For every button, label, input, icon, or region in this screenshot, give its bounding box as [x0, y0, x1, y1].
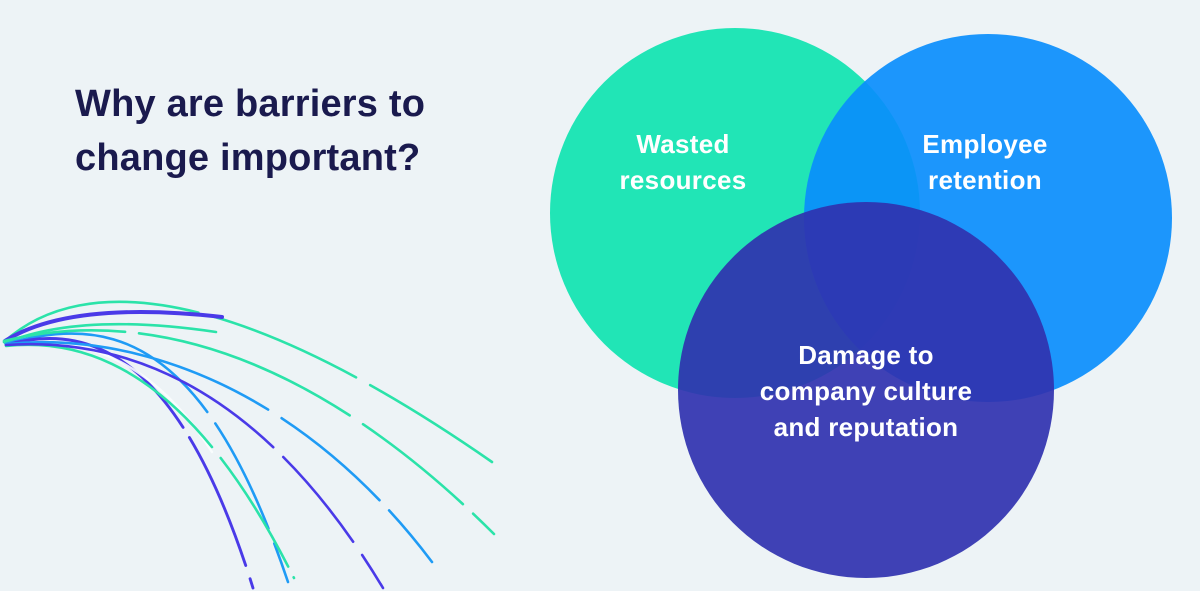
swoosh-line-white	[4, 341, 214, 454]
swoosh-line-indigo-short	[3, 310, 224, 343]
swoosh-decoration	[2, 300, 496, 590]
venn-label-employee-retention: Employee retention	[922, 129, 1048, 195]
swoosh-line-teal-longest	[2, 329, 496, 536]
swoosh-line-indigo-outer	[4, 342, 385, 590]
circle-company-culture	[678, 202, 1054, 578]
swoosh-line-indigo-steep	[4, 337, 255, 590]
swoosh-line-blue-steep	[4, 332, 290, 584]
venn-label-company-culture: Damage to company culture and reputation	[759, 340, 973, 442]
swoosh-line-blue-outer	[4, 340, 434, 564]
swoosh-line-teal-top	[2, 300, 494, 464]
venn-label-wasted-resources: Wasted resources	[619, 129, 747, 195]
page-title: Why are barriers to change important?	[75, 83, 426, 179]
